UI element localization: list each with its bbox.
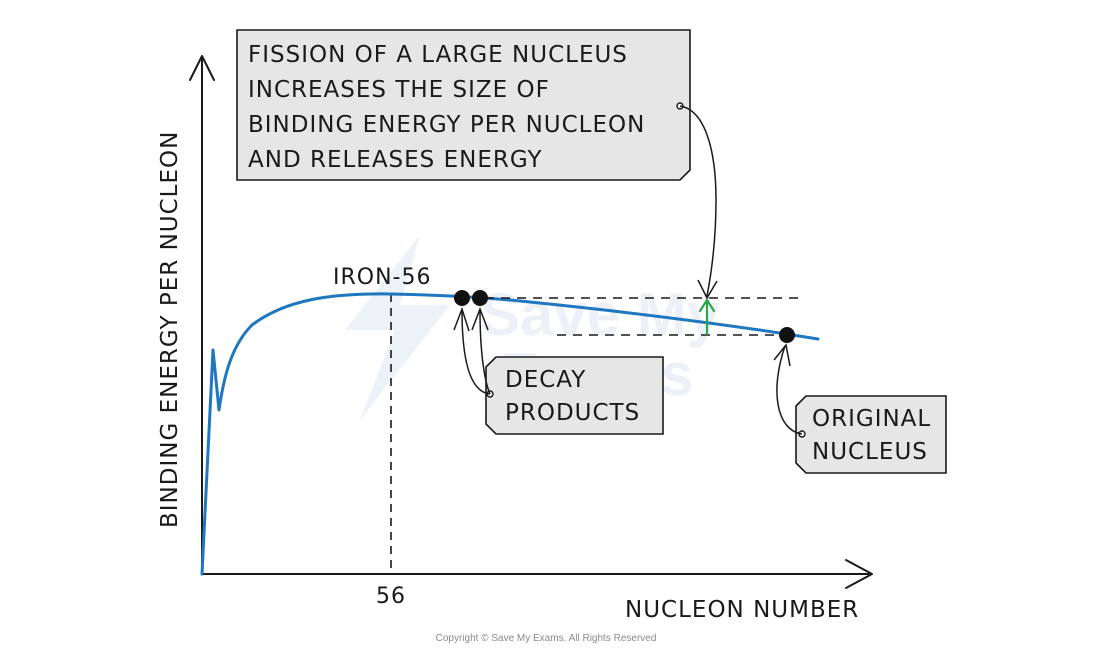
fission-text-line-2: INCREASES THE SIZE OF — [248, 77, 550, 103]
fission-box — [236, 29, 691, 181]
decay-products-text-line-2: PRODUCTS — [505, 400, 640, 426]
original-connector-line — [776, 345, 803, 435]
original-nucleus-text-line-1: ORIGINAL — [812, 406, 931, 432]
decay-product-point-2 — [472, 290, 488, 306]
decay-products-box — [485, 356, 664, 435]
fission-annotation: FISSION OF A LARGE NUCLEUS INCREASES THE… — [236, 29, 718, 300]
axes — [189, 55, 873, 589]
fission-text-line-1: FISSION OF A LARGE NUCLEUS — [248, 42, 628, 68]
y-axis-label: BINDING ENERGY PER NUCLEON — [157, 131, 183, 528]
decay-connector-line-1 — [461, 309, 491, 395]
fission-text-line-3: BINDING ENERGY PER NUCLEON — [248, 112, 645, 138]
x-axis-label: NUCLEON NUMBER — [625, 597, 859, 623]
fission-text-line-4: AND RELEASES ENERGY — [248, 147, 543, 173]
decay-products-annotation: DECAY PRODUCTS — [453, 306, 664, 435]
original-nucleus-text-line-2: NUCLEUS — [812, 439, 928, 465]
fission-connector-line — [679, 105, 717, 297]
copyright-text: Copyright © Save My Exams. All Rights Re… — [436, 633, 657, 644]
fission-connector-arrowhead-icon — [697, 279, 718, 300]
original-nucleus-box — [795, 395, 947, 474]
decay-connector-line-2 — [479, 309, 491, 395]
watermark-line-1: Save My — [480, 281, 721, 348]
iron-56-label: IRON-56 — [333, 265, 431, 290]
decay-products-text-line-1: DECAY — [505, 367, 586, 393]
original-arrowhead-icon — [773, 343, 791, 367]
original-nucleus-annotation: ORIGINAL NUCLEUS — [773, 343, 947, 474]
decay-product-point-1 — [454, 290, 470, 306]
binding-energy-curve — [200, 292, 820, 576]
x-tick-56: 56 — [376, 584, 406, 609]
decay-arrowhead-2-icon — [471, 306, 489, 331]
watermark-logo-icon — [345, 235, 450, 420]
original-nucleus-point — [779, 327, 795, 343]
decay-arrowhead-1-icon — [453, 306, 470, 332]
x-axis-arrowhead-icon — [845, 559, 873, 589]
y-axis-arrowhead-icon — [189, 55, 215, 81]
energy-increase-arrow-icon — [698, 297, 716, 336]
